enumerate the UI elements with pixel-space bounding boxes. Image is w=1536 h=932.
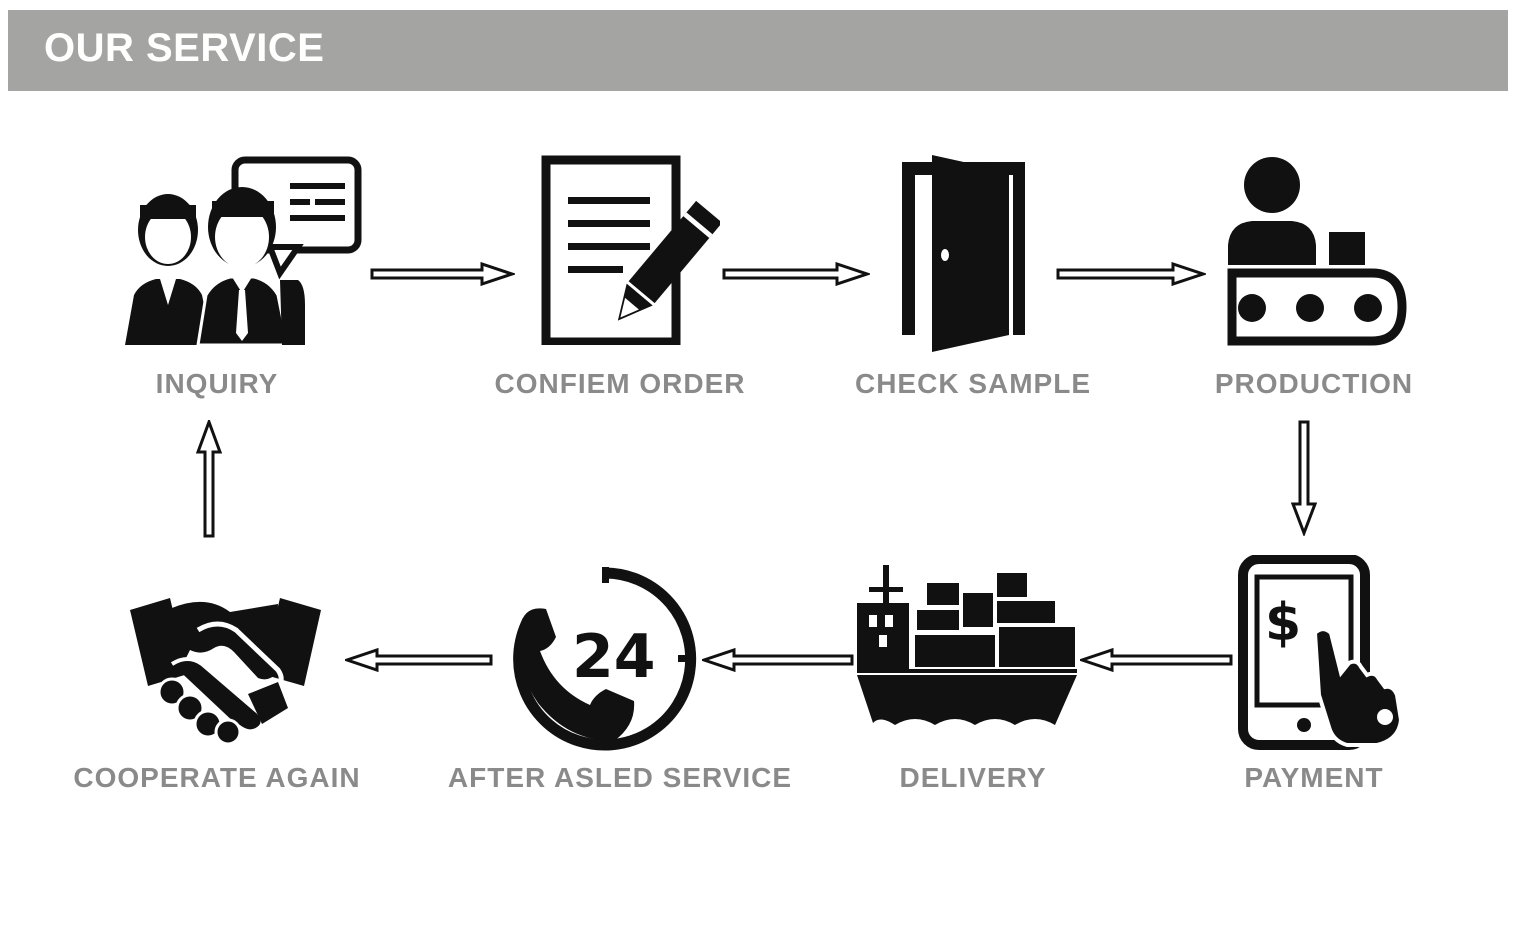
step-label-production: PRODUCTION (1214, 368, 1414, 399)
page-title: OUR SERVICE (44, 26, 325, 70)
arrow-up (196, 420, 222, 538)
phone-24-hours-icon: 24 (513, 567, 697, 751)
inquiry-people-chat-icon (125, 156, 362, 347)
open-door-icon (902, 155, 1025, 352)
step-label-inquiry: INQUIRY (155, 368, 279, 399)
document-pen-icon (541, 155, 720, 345)
arrow-right-3 (1056, 262, 1206, 286)
svg-text:24: 24 (572, 622, 656, 692)
arrow-left-1 (1080, 647, 1233, 673)
arrow-right-2 (722, 262, 870, 286)
step-label-confirm-order: CONFIEM ORDER (494, 368, 746, 399)
arrow-left-3 (345, 647, 493, 673)
arrow-down (1291, 420, 1317, 536)
worker-conveyor-icon (1227, 157, 1407, 346)
step-label-delivery: DELIVERY (899, 762, 1047, 793)
step-label-payment: PAYMENT (1244, 762, 1384, 793)
step-label-cooperate-again: COOPERATE AGAIN (73, 762, 361, 793)
step-label-check-sample: CHECK SAMPLE (854, 368, 1091, 399)
tablet-dollar-tap-icon: $ (1238, 555, 1404, 750)
arrow-left-2 (702, 647, 854, 673)
svg-text:$: $ (1265, 593, 1301, 653)
arrow-right-1 (370, 262, 515, 286)
header-bar: OUR SERVICE (8, 10, 1508, 91)
step-label-after-sales-service: AFTER ASLED SERVICE (447, 762, 793, 793)
handshake-icon (130, 598, 321, 745)
cargo-ship-icon (857, 565, 1077, 725)
